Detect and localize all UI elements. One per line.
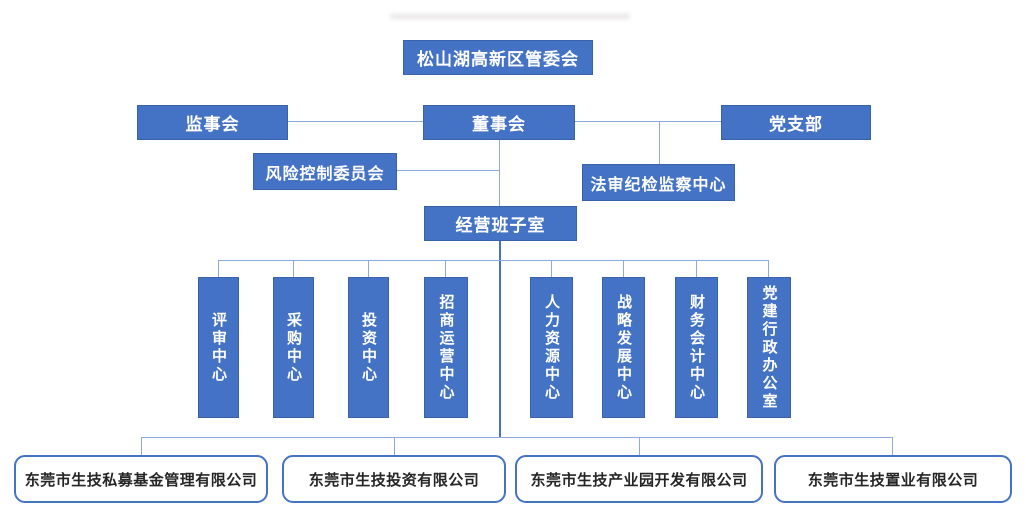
connector-drop-center-7 [696, 260, 697, 277]
connector-drop-center-8 [768, 260, 769, 277]
node-company-real-estate: 东莞市生技置业有限公司 [774, 455, 1012, 503]
connector-board-management [499, 140, 500, 206]
connector-drop-legal-audit [659, 121, 660, 165]
connector-drop-center-2 [293, 260, 294, 277]
node-party-branch: 党支部 [721, 105, 871, 140]
node-center-strategic-development: 战略发展中心 [602, 277, 645, 418]
connector-drop-company-2 [394, 437, 395, 455]
node-company-investment: 东莞市生技投资有限公司 [282, 455, 506, 503]
node-supervisory-board: 监事会 [137, 105, 288, 140]
connector-drop-center-1 [218, 260, 219, 277]
connector-drop-company-4 [892, 437, 893, 455]
connector-drop-center-5 [551, 260, 552, 277]
connector-board-party [575, 121, 721, 122]
node-center-finance-accounting: 财务会计中心 [675, 277, 718, 418]
connector-supervisory-board [288, 121, 423, 122]
node-center-investment: 投资中心 [348, 277, 389, 418]
connector-drop-center-6 [623, 260, 624, 277]
connector-center-trunk [499, 240, 501, 438]
node-center-merchants-operation: 招商运营中心 [424, 277, 468, 418]
connector-drop-company-3 [639, 437, 640, 455]
node-center-party-admin-office: 党建行政办公室 [747, 277, 791, 418]
node-center-human-resources: 人力资源中心 [530, 277, 573, 418]
node-board-of-directors: 董事会 [423, 105, 575, 140]
watermark-artifact [390, 14, 630, 19]
connector-drop-company-1 [141, 437, 142, 455]
node-legal-audit-center: 法审纪检监察中心 [582, 164, 735, 201]
node-center-procurement: 采购中心 [273, 277, 314, 418]
node-center-review: 评审中心 [198, 277, 239, 418]
connector-drop-center-3 [368, 260, 369, 277]
node-risk-control-committee: 风险控制委员会 [253, 153, 397, 190]
node-management-committee: 松山湖高新区管委会 [403, 40, 593, 75]
node-company-industrial-park: 东莞市生技产业园开发有限公司 [515, 455, 763, 503]
connector-risk-branch [397, 170, 500, 171]
connector-companies-distribution [141, 437, 893, 438]
node-management-team-office: 经营班子室 [424, 206, 577, 241]
node-company-private-fund: 东莞市生技私募基金管理有限公司 [14, 455, 268, 503]
connector-drop-center-4 [445, 260, 446, 277]
connector-centers-distribution [218, 260, 769, 261]
